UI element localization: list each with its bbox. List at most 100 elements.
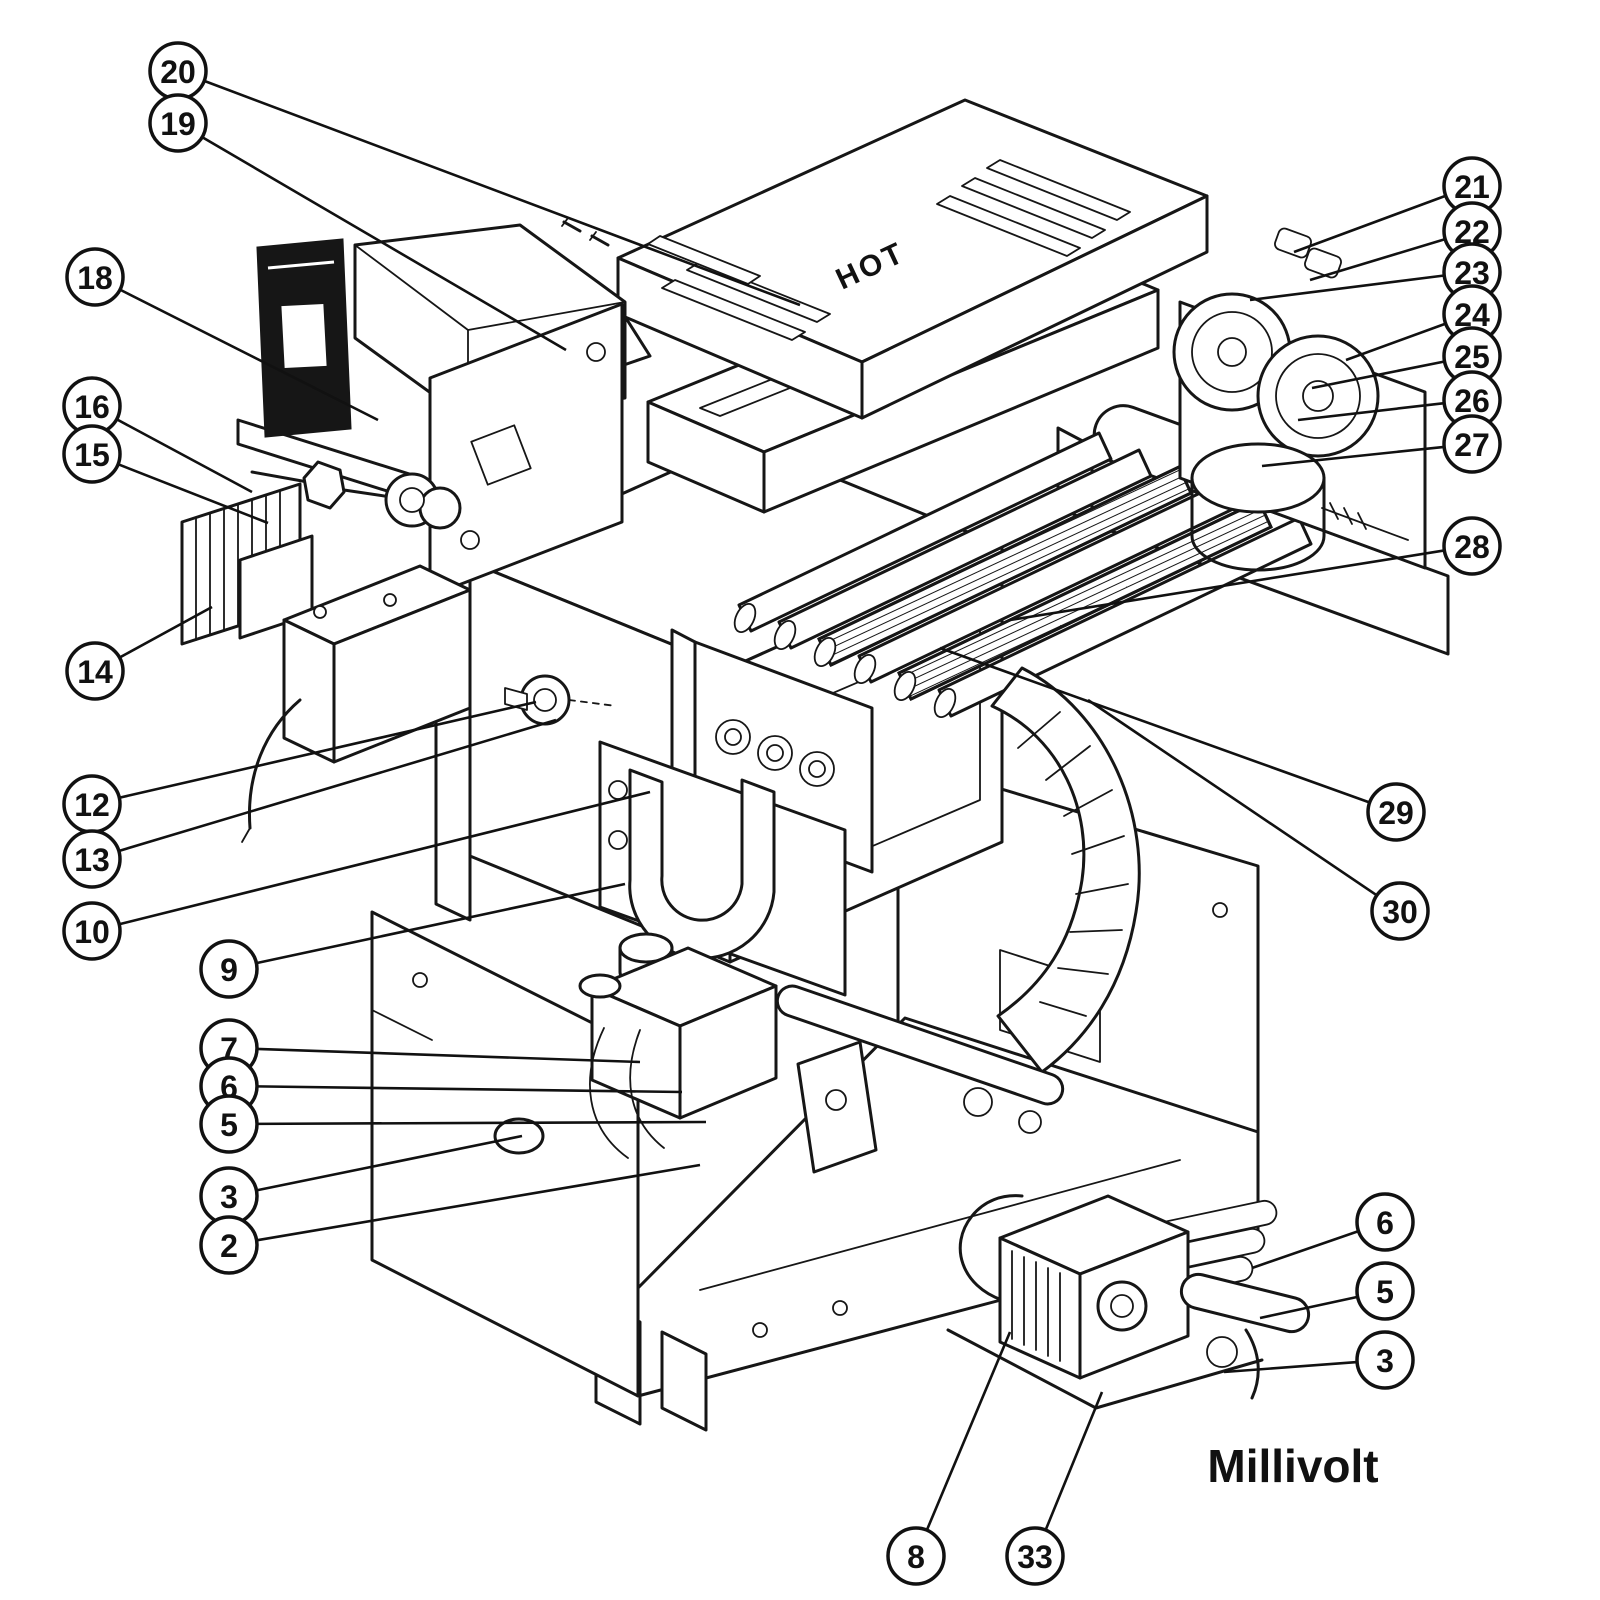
callout-6: 6 <box>1251 1192 1415 1270</box>
blower-small-parts <box>1274 227 1342 279</box>
leader-line-5 <box>256 1120 707 1126</box>
callout-circle-9 <box>199 939 259 999</box>
leader-line-24 <box>1345 322 1447 362</box>
leader-line-6 <box>256 1085 683 1094</box>
millivolt-valve-assembly <box>946 1194 1311 1410</box>
callout-number-26: 26 <box>1454 383 1490 419</box>
callout-5: 5 <box>1259 1261 1415 1321</box>
callout-number-25: 25 <box>1454 339 1490 375</box>
callout-circle-30 <box>1370 881 1430 941</box>
ignition-control-module <box>256 238 352 438</box>
callout-circle-27 <box>1442 414 1502 474</box>
pilot-valve-part <box>504 674 617 726</box>
callout-number-5: 5 <box>1376 1274 1394 1310</box>
tension-spring <box>1321 502 1409 541</box>
callout-circle-29 <box>1366 782 1426 842</box>
callout-number-18: 18 <box>77 260 113 296</box>
callout-number-20: 20 <box>160 54 196 90</box>
callout-number-5: 5 <box>220 1107 238 1143</box>
callout-circle-19 <box>148 93 208 153</box>
leader-line-19 <box>201 136 567 352</box>
callout-18: 18 <box>65 247 379 422</box>
heat-shield-plate <box>180 482 314 646</box>
leader-line-8 <box>925 1331 1012 1531</box>
callout-circle-14 <box>65 641 125 701</box>
callout-number-3: 3 <box>1376 1343 1394 1379</box>
callout-circle-5 <box>1355 1261 1415 1321</box>
callout-23: 23 <box>1249 242 1502 302</box>
callout-10: 10 <box>62 790 651 961</box>
callout-2: 2 <box>199 1163 701 1275</box>
callout-circle-3 <box>1355 1330 1415 1390</box>
callout-30: 30 <box>1087 698 1430 941</box>
leader-line-6 <box>1251 1229 1359 1270</box>
leader-line-20 <box>203 79 801 307</box>
callout-3: 3 <box>1223 1330 1415 1390</box>
leader-line-2 <box>256 1163 701 1242</box>
leader-line-33 <box>1044 1391 1104 1531</box>
callout-3: 3 <box>199 1134 523 1226</box>
leader-line-7 <box>256 1047 641 1064</box>
callout-33: 33 <box>1005 1391 1104 1586</box>
u-bracket <box>598 740 847 997</box>
leader-line-14 <box>118 605 213 659</box>
callout-number-3: 3 <box>220 1179 238 1215</box>
leader-line-15 <box>117 463 269 525</box>
callout-number-30: 30 <box>1382 894 1418 930</box>
callout-circle-33 <box>1005 1526 1065 1586</box>
callout-15: 15 <box>62 424 269 525</box>
leader-line-23 <box>1249 274 1445 302</box>
callout-13: 13 <box>62 718 557 889</box>
callout-8: 8 <box>886 1331 1012 1586</box>
callout-9: 9 <box>199 882 626 999</box>
callouts-layer: 2019181615141213109765322122232425262728… <box>62 41 1502 1586</box>
callout-number-33: 33 <box>1017 1539 1053 1575</box>
leader-line-27 <box>1261 445 1445 468</box>
junction-box <box>241 564 472 843</box>
leader-line-29 <box>939 646 1371 804</box>
leader-line-28 <box>1009 549 1445 622</box>
cabinet-left-panel <box>370 910 640 1398</box>
callout-circle-2 <box>199 1215 259 1275</box>
heat-exchanger-tubes <box>733 431 1313 719</box>
leader-line-22 <box>1309 237 1446 282</box>
callout-circle-18 <box>65 247 125 307</box>
leader-line-13 <box>118 718 557 853</box>
leader-line-3 <box>256 1134 523 1192</box>
leader-line-25 <box>1311 360 1445 390</box>
callout-14: 14 <box>65 605 213 701</box>
callout-number-12: 12 <box>74 787 110 823</box>
millivolt-label: Millivolt <box>1207 1440 1378 1492</box>
leader-line-18 <box>119 288 379 422</box>
callout-16: 16 <box>62 376 253 494</box>
callout-number-29: 29 <box>1378 795 1414 831</box>
leader-line-3 <box>1223 1360 1358 1374</box>
callout-circle-28 <box>1442 516 1502 576</box>
callout-5: 5 <box>199 1094 707 1154</box>
callout-circle-13 <box>62 829 122 889</box>
callout-number-15: 15 <box>74 437 110 473</box>
gas-valve-assembly <box>493 932 1065 1174</box>
callout-28: 28 <box>1009 516 1502 622</box>
leader-line-30 <box>1087 698 1378 897</box>
callout-number-6: 6 <box>1376 1205 1394 1241</box>
callout-number-16: 16 <box>74 389 110 425</box>
callout-number-10: 10 <box>74 914 110 950</box>
leader-line-5 <box>1259 1295 1358 1320</box>
callout-circle-5 <box>199 1094 259 1154</box>
callout-number-27: 27 <box>1454 427 1490 463</box>
callout-21: 21 <box>1293 156 1502 254</box>
callout-number-2: 2 <box>220 1228 238 1264</box>
callout-circle-10 <box>62 901 122 961</box>
leader-line-10 <box>118 790 651 926</box>
leader-line-26 <box>1297 401 1445 422</box>
callout-number-19: 19 <box>160 106 196 142</box>
callout-number-9: 9 <box>220 952 238 988</box>
top-cover-panel: HOT <box>616 98 1209 420</box>
callout-19: 19 <box>148 93 567 352</box>
callout-20: 20 <box>148 41 801 307</box>
callout-29: 29 <box>939 646 1426 842</box>
callout-number-13: 13 <box>74 842 110 878</box>
